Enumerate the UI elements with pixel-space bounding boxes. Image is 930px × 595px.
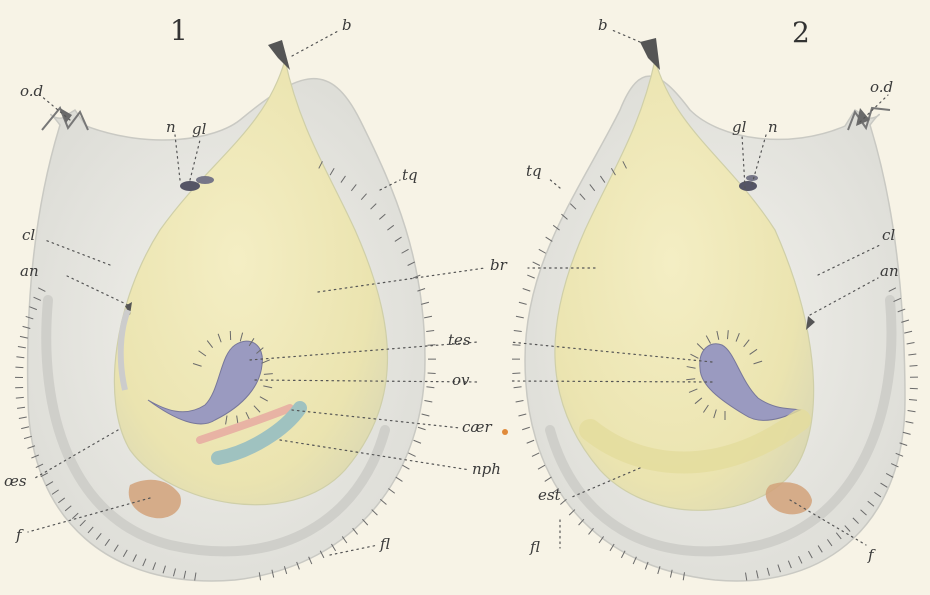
cilium [522,427,530,430]
cilium [546,237,553,241]
fig1-label-n: n [166,118,176,136]
cilium [514,330,522,331]
cilium [418,427,426,430]
cilium [532,453,539,456]
cilium [402,465,409,469]
cilium [421,302,429,304]
cilium [15,367,23,368]
cilium [910,366,918,367]
fig2-label-gl: gl [732,118,747,136]
cilium [426,330,434,331]
fig1-label-an: an [20,262,39,280]
cilium [408,453,415,456]
cilium [516,316,524,318]
cilium [20,336,28,338]
cilium [527,275,534,278]
cilium [21,427,29,429]
cilium [906,421,914,423]
cilium [512,345,520,346]
figure-1 [15,40,436,581]
cilium [362,519,367,525]
cilium [545,477,552,481]
cilium [422,414,430,416]
figure-2-number: 2 [792,16,810,49]
cilium [907,343,915,344]
cilium [516,400,524,402]
cilium [380,499,386,504]
fig1-label-b: b [342,16,352,34]
cilium [519,414,527,416]
fig2-gland [739,181,757,191]
cilium [533,262,540,266]
fig1-label-caer: cær [462,418,493,436]
cilium [424,400,432,402]
cilium [904,331,912,333]
fig1-gland [180,181,200,191]
cilium [16,357,24,358]
fig2-label-cl: cl [882,226,895,244]
fig2-label-f: f [867,546,876,564]
fig1-label-f: f [15,526,24,544]
fig2-label-tq: tq [526,162,542,180]
cilium [17,407,25,408]
label-br: br [490,256,508,274]
fig1-label-gl: gl [192,120,207,138]
label-tes: tes [448,331,471,349]
cilium [523,289,531,292]
cilium [426,387,434,388]
figure-1-number: 1 [170,14,188,47]
fig1-label-fl: fl [379,535,390,553]
cilium [539,249,546,253]
cilium [372,510,378,516]
cilium [388,488,394,493]
cilium [538,465,545,469]
fig2-label-est: est [538,486,562,504]
label-ov: ov [452,371,470,389]
cilium [424,316,432,318]
fig2-label-n: n [768,118,778,136]
fig1-label-nph: nph [472,460,501,478]
fig1-label-tq: tq [402,166,418,184]
cilium [908,411,916,412]
fig2-label-od: o.d [870,78,893,96]
cilium [519,302,527,304]
cilium [16,397,24,398]
fig2-label-an: an [880,262,899,280]
figure-2 [512,38,918,581]
cilium [18,347,26,348]
cilium [903,432,911,434]
cilium [24,436,32,438]
fig2-label-b: b [598,16,608,34]
cilium [414,440,421,443]
fig2-label-fl: fl [529,538,540,556]
cilium [396,477,403,481]
cilium [560,499,566,504]
cilium [908,354,916,355]
fig1-label-cl: cl [22,226,35,244]
cilium [527,440,534,443]
cilium [909,399,917,400]
cilium [19,417,27,419]
cilium [514,387,522,388]
fig1-label-oes: œs [4,472,27,490]
pigment-speck [502,429,508,435]
fig1-label-od: o.d [20,82,43,100]
